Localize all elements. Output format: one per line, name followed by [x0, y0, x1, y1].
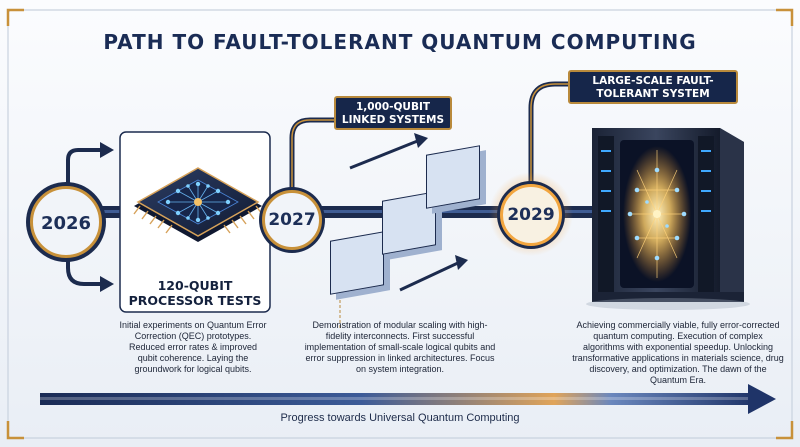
- progress-arrow: [40, 384, 776, 414]
- milestone-2029-description: Achieving commercially viable, fully err…: [572, 320, 784, 385]
- milestone-2027-year: 2027: [268, 210, 316, 230]
- qubit-module-cube-3: [426, 145, 480, 209]
- processor-chip: [133, 167, 263, 242]
- corner-accents: [6, 8, 794, 440]
- milestone-2027-description: Demonstration of modular scaling with hi…: [304, 320, 496, 374]
- connector-2029-trim: [530, 83, 568, 194]
- branch-arrows-2026: [66, 148, 102, 286]
- milestone-2029-year: 2029: [507, 205, 555, 225]
- qubit-module-cube-1: [330, 231, 384, 295]
- branch-arrowhead-upper: [100, 142, 114, 158]
- connector-2027-trim: [291, 119, 336, 190]
- milestone-2027-badge: 2027: [262, 190, 322, 250]
- quantum-computer-cabinet: [586, 128, 750, 310]
- outer-border: [7, 9, 793, 439]
- page-title: PATH TO FAULT-TOLERANT QUANTUM COMPUTING: [103, 30, 697, 54]
- milestone-2027-banner: 1,000-QUBIT LINKED SYSTEMS: [334, 96, 452, 130]
- progress-label: Progress towards Universal Quantum Compu…: [280, 412, 520, 424]
- milestone-2029-badge: 2029: [500, 184, 562, 246]
- branch-arrowhead-lower: [100, 276, 114, 292]
- milestone-2026-year: 2026: [40, 213, 92, 234]
- milestone-2026-heading: 120-QUBIT PROCESSOR TESTS: [128, 278, 262, 308]
- milestone-2026-badge: 2026: [30, 186, 102, 258]
- milestone-2026-description: Initial experiments on Quantum Error Cor…: [119, 320, 267, 374]
- milestone-2029-banner: LARGE-SCALE FAULT-TOLERANT SYSTEM: [568, 70, 738, 104]
- linked-qubit-modules: [339, 133, 468, 330]
